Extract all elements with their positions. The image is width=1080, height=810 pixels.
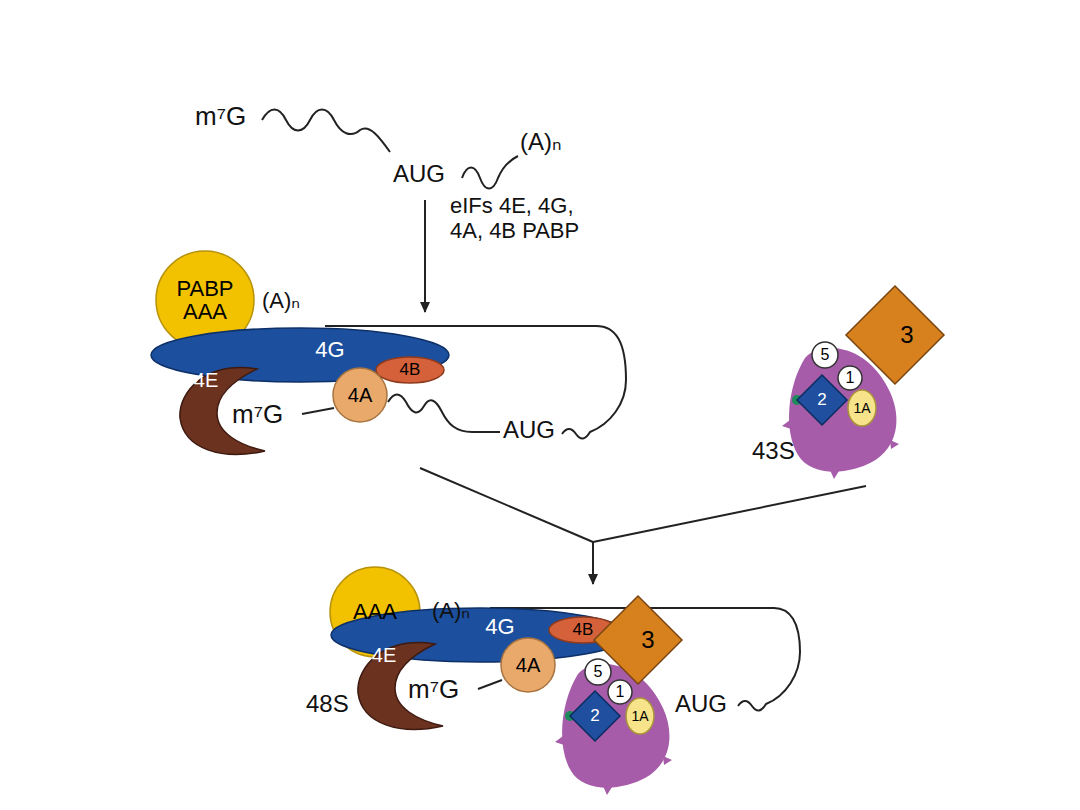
factor-ellipse: 1A <box>847 389 877 427</box>
factor-label: 3 <box>900 322 913 347</box>
step-label: eIFs 4E, 4G, 4A, 4B PABP <box>450 193 600 244</box>
factor-ellipse: 4A <box>332 367 388 423</box>
mrna-strand <box>462 156 518 189</box>
rna-label: m⁷G <box>408 675 459 705</box>
factor-label: 4E <box>194 370 218 391</box>
factor-label: 4A <box>516 655 540 676</box>
factor-ellipse: 1 <box>837 365 863 391</box>
step-arrow <box>593 486 866 542</box>
rna-label: AUG <box>503 416 555 444</box>
factor-label: 3 <box>641 627 654 652</box>
rna-label: m⁷G <box>232 400 283 430</box>
shape-outline <box>845 285 945 385</box>
mrna-strand <box>478 680 502 689</box>
factor-label: 4B <box>573 621 594 639</box>
factor-label: 1 <box>846 370 855 387</box>
factor-ellipse: 5 <box>584 658 612 686</box>
factor-label: 4G <box>315 338 344 361</box>
factor-label: 1 <box>616 684 625 701</box>
complex-label: 48S <box>306 690 349 718</box>
factor-label: 4B <box>400 361 421 379</box>
factor-label: 5 <box>594 664 603 681</box>
mrna-strand <box>302 408 334 414</box>
mrna-strand <box>388 395 500 433</box>
factor-diamond: 2 <box>569 690 621 742</box>
factor-label: 4A <box>348 385 372 406</box>
mrna-strand <box>262 110 390 153</box>
factor-label: 1A <box>853 401 870 416</box>
rna-label: (A)ₙ <box>262 288 300 313</box>
factor-diamond: 3 <box>845 285 945 385</box>
small-ribosomal-subunit <box>555 664 672 795</box>
factor-ellipse: 4B <box>375 356 445 384</box>
rna-label: AUG <box>675 690 727 718</box>
factor-label: 5 <box>821 347 830 364</box>
step-arrow <box>424 200 426 312</box>
factor-label: PABP <box>176 277 233 300</box>
step-arrow <box>420 468 593 542</box>
rna-label: AUG <box>393 160 445 188</box>
factor-label: 2 <box>590 707 599 725</box>
factor-ellipse: 1 <box>607 679 633 705</box>
factor-label: 4E <box>372 645 396 666</box>
step-arrow <box>592 542 594 584</box>
factor-label: AAA <box>353 600 397 623</box>
rna-label: (A)ₙ <box>432 598 470 623</box>
factor-ellipse: 5 <box>811 341 839 369</box>
factor-label: 1A <box>631 709 648 724</box>
factor-label: AAA <box>183 300 227 323</box>
factor-diamond: 2 <box>796 374 848 426</box>
rna-label: m⁷G <box>195 102 246 132</box>
factor-label: 4G <box>485 615 514 638</box>
factor-ellipse: 1A <box>625 697 655 735</box>
factor-ellipse: 4A <box>500 637 556 693</box>
complex-label: 43S <box>752 437 795 465</box>
rna-label: (A)ₙ <box>520 128 562 156</box>
factor-label: 2 <box>817 391 826 409</box>
